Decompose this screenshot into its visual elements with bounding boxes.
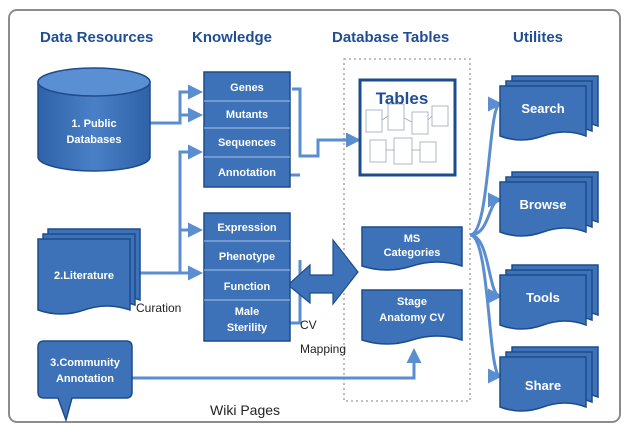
arrow-tables-to-search xyxy=(469,96,503,237)
outer-frame xyxy=(8,9,621,423)
curation-label: Curation xyxy=(136,301,181,315)
header-utilites: Utilites xyxy=(513,29,563,46)
stage-anatomy-label-1: Stage xyxy=(397,296,427,308)
literature-label: 2.Literature xyxy=(54,270,114,282)
utility-tools-label: Tools xyxy=(526,290,560,305)
knowledge-item-phenotype: Phenotype xyxy=(219,251,275,263)
connectors xyxy=(132,84,503,384)
knowledge-item-annotation: Annotation xyxy=(218,167,276,179)
utility-share: Share xyxy=(499,346,599,412)
knowledge-item-mutants: Mutants xyxy=(226,109,268,121)
public-databases-label-1: 1. Public xyxy=(71,118,116,130)
database-tables-region xyxy=(343,58,471,402)
knowledge-item-male-sterility-2: Sterility xyxy=(227,322,268,334)
tables-schema-sketch xyxy=(365,103,449,165)
arrow-knowledge-to-tables xyxy=(292,87,361,158)
arrow-public-to-genes xyxy=(150,84,203,125)
ms-categories-box: MS Categories xyxy=(361,226,463,271)
stage-anatomy-box: Stage Anatomy CV xyxy=(361,289,463,345)
knowledge-item-male-sterility-1: Male xyxy=(235,306,259,318)
community-label-2: Annotation xyxy=(56,373,114,385)
tables-title: Tables xyxy=(376,89,429,108)
utility-browse-label: Browse xyxy=(520,197,567,212)
utility-search: Search xyxy=(499,75,599,141)
public-databases-label-2: Databases xyxy=(66,134,121,146)
knowledge-item-genes: Genes xyxy=(230,82,264,94)
arrow-community-to-stage-anatomy xyxy=(132,348,422,380)
header-database-tables: Database Tables xyxy=(332,29,449,46)
header-knowledge: Knowledge xyxy=(192,29,272,46)
wiki-pages-label: Wiki Pages xyxy=(210,402,280,418)
public-databases-cylinder: 1. Public Databases xyxy=(37,67,151,172)
literature-stack: 2.Literature xyxy=(37,228,141,315)
stage-anatomy-label-2: Anatomy CV xyxy=(379,312,445,324)
cv-mapping-label-1: CV xyxy=(300,318,317,332)
knowledge-top-group: Genes Mutants Sequences Annotation xyxy=(203,71,291,188)
utility-share-label: Share xyxy=(525,378,561,393)
cv-mapping-arrow xyxy=(287,238,359,306)
utility-browse: Browse xyxy=(499,171,599,237)
community-label-1: 3.Community xyxy=(50,357,121,369)
tables-box: Tables xyxy=(358,78,457,177)
utility-search-label: Search xyxy=(521,101,564,116)
cv-mapping-label-2: Mapping xyxy=(300,342,346,356)
header-data-resources: Data Resources xyxy=(40,29,153,46)
arrow-public-to-mutants xyxy=(178,107,203,123)
arrow-tables-to-browse xyxy=(469,192,503,237)
ms-categories-label-2: Categories xyxy=(384,247,441,259)
knowledge-item-expression: Expression xyxy=(217,222,277,234)
knowledge-bottom-group: Expression Phenotype Function Male Steri… xyxy=(203,212,291,342)
ms-categories-label-1: MS xyxy=(404,233,421,245)
arrow-literature-to-sequences xyxy=(140,144,203,275)
community-annotation-callout: 3.Community Annotation xyxy=(37,340,133,423)
utility-tools: Tools xyxy=(499,264,599,330)
knowledge-item-sequences: Sequences xyxy=(218,137,276,149)
arrow-tables-to-share xyxy=(469,233,503,384)
knowledge-item-function: Function xyxy=(224,281,271,293)
